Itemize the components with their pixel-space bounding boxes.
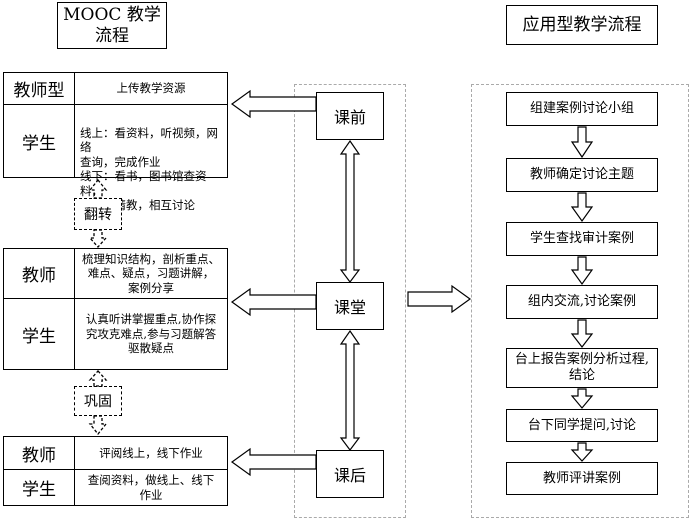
arrow-step-5-6 [570,388,594,409]
applied-step-1-text: 组建案例讨论小组 [529,101,634,116]
applied-step-4: 组内交流,讨论案例 [506,285,658,319]
pre-class-table: 教师型 上传教学资源 学生 线上：看资料，听视频，网络 查询，完成作业 线下：看… [3,72,228,213]
arrow-step-4-5 [570,319,594,348]
arrow-step-3-4 [570,256,594,286]
post-teacher-label: 教师 [4,437,75,470]
arrow-step-6-7 [570,442,594,462]
arrow-pre-in-double [339,139,361,283]
arrow-post-to-left [230,447,317,477]
phase-in-box: 课堂 [316,282,384,330]
applied-flow-frame [471,84,689,518]
arrow-in-to-applied [407,284,472,314]
in-class-table: 教师 梳理知识结构，剖析重点、 难点、疑点，习题讲解， 案例分享 学生 认真听讲… [3,248,228,370]
phase-post-box: 课后 [316,450,384,498]
pre-teacher-label-text: 教师型 [13,81,65,101]
consolidate-tag-text: 巩固 [84,394,112,410]
post-teacher-text-value: 评阅线上，线下作业 [99,445,203,460]
pre-student-text: 线上：看资料，听视频，网络 查询，完成作业 线下：看书，图书馆查资料， 向他人请… [80,111,228,213]
post-student-text: 查阅资料，做线上、线下 作业 [75,470,227,505]
post-class-table: 教师 评阅线上，线下作业 学生 查阅资料，做线上、线下 作业 [3,436,228,506]
in-student-label: 学生 [4,299,75,369]
consolidate-tag: 巩固 [74,386,122,416]
flip-tag: 翻转 [74,198,122,230]
applied-step-5: 台上报告案例分析过程, 结论 [506,348,658,388]
in-student-text: 认真听讲掌握重点,协作探 究攻克难点,参与习题解答 驱散疑点 [75,299,227,369]
in-teacher-label: 教师 [4,249,75,299]
pre-student-label-text: 学生 [22,133,56,154]
applied-step-7-text: 教师评讲案例 [542,470,621,486]
in-student-text-value: 认真听讲掌握重点,协作探 究攻克难点,参与习题解答 驱散疑点 [85,312,217,356]
arrow-in-to-left [230,287,317,317]
consolidate-arrow-up [88,370,108,387]
in-teacher-text-value: 梳理知识结构，剖析重点、 难点、疑点，习题讲解， 案例分享 [82,251,220,295]
applied-step-1: 组建案例讨论小组 [506,92,658,126]
phase-post-text: 课后 [333,466,366,485]
applied-step-4-text: 组内交流,讨论案例 [527,294,637,309]
applied-step-5-text: 台上报告案例分析过程, 结论 [514,352,650,383]
post-student-label: 学生 [4,470,75,505]
pre-teacher-label: 教师型 [4,73,75,105]
pre-student-text-value: 线上：看资料，听视频，网络 查询，完成作业 线下：看书，图书馆查资料， 向他人请… [80,125,218,213]
mooc-title-box: MOOC 教学 流程 [57,2,167,49]
applied-title-box: 应用型教学流程 [506,5,658,45]
phase-pre-text: 课前 [333,108,366,127]
in-student-label-text: 学生 [22,326,56,347]
in-teacher-text: 梳理知识结构，剖析重点、 难点、疑点，习题讲解， 案例分享 [75,249,227,299]
post-teacher-label-text: 教师 [22,445,56,466]
arrow-step-2-3 [570,192,594,223]
applied-step-6-text: 台下同学提问,讨论 [527,417,637,433]
in-teacher-label-text: 教师 [22,266,56,286]
applied-title: 应用型教学流程 [522,14,642,35]
post-teacher-text: 评阅线上，线下作业 [75,437,227,470]
mooc-title: MOOC 教学 流程 [63,4,161,46]
phase-pre-box: 课前 [316,92,384,140]
pre-teacher-text-value: 上传教学资源 [116,81,186,96]
arrow-step-1-2 [570,126,594,159]
phase-in-text: 课堂 [333,298,366,317]
consolidate-arrow-down [88,415,108,436]
arrow-in-post-double [339,329,361,451]
flip-tag-text: 翻转 [84,207,112,223]
applied-step-7: 教师评讲案例 [506,462,658,495]
post-student-label-text: 学生 [22,480,56,500]
applied-step-6: 台下同学提问,讨论 [506,409,658,442]
arrow-pre-to-left [230,89,317,119]
flip-arrow-down [88,229,108,248]
flip-arrow-up [88,178,108,199]
pre-teacher-text: 上传教学资源 [75,73,227,105]
applied-step-3: 学生查找审计案例 [506,222,658,256]
applied-step-2: 教师确定讨论主题 [506,158,658,192]
applied-step-3-text: 学生查找审计案例 [529,231,634,246]
applied-step-2-text: 教师确定讨论主题 [529,167,634,182]
post-student-text-value: 查阅资料，做线上、线下 作业 [87,473,215,502]
pre-student-label: 学生 [4,105,75,177]
